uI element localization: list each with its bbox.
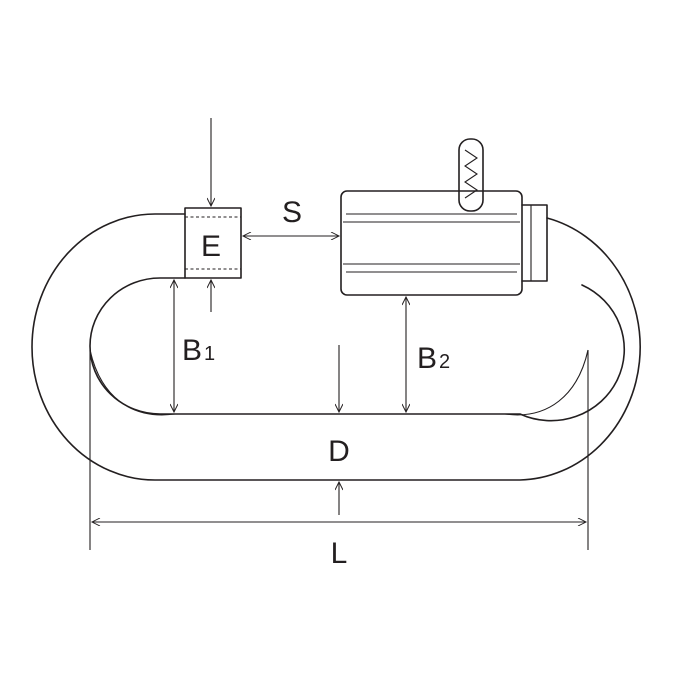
link-outer-contour [31,213,641,481]
label-b1-sub: 1 [204,343,215,365]
label-l: L [331,537,348,570]
label-d: D [328,435,350,468]
label-b2-main: B [417,342,437,375]
link-outline [31,213,641,481]
dimension-arrows [92,118,586,522]
sleeve-body [184,207,242,279]
label-e: E [201,230,221,263]
hex-nut [340,138,548,296]
lock-screw-shaft [458,138,484,212]
label-s: S [282,196,302,229]
label-b1-main: B [182,334,202,367]
link-inner-contour [89,277,626,422]
link-right-end-shading [504,349,589,416]
extension-lines [89,277,589,550]
sleeve-e [184,207,242,279]
lock-screw-thread [464,149,478,199]
label-b2-sub: 2 [439,351,450,373]
link-lower-end-shading [89,349,176,416]
nut-collar [521,204,548,282]
nut-body [340,190,523,296]
